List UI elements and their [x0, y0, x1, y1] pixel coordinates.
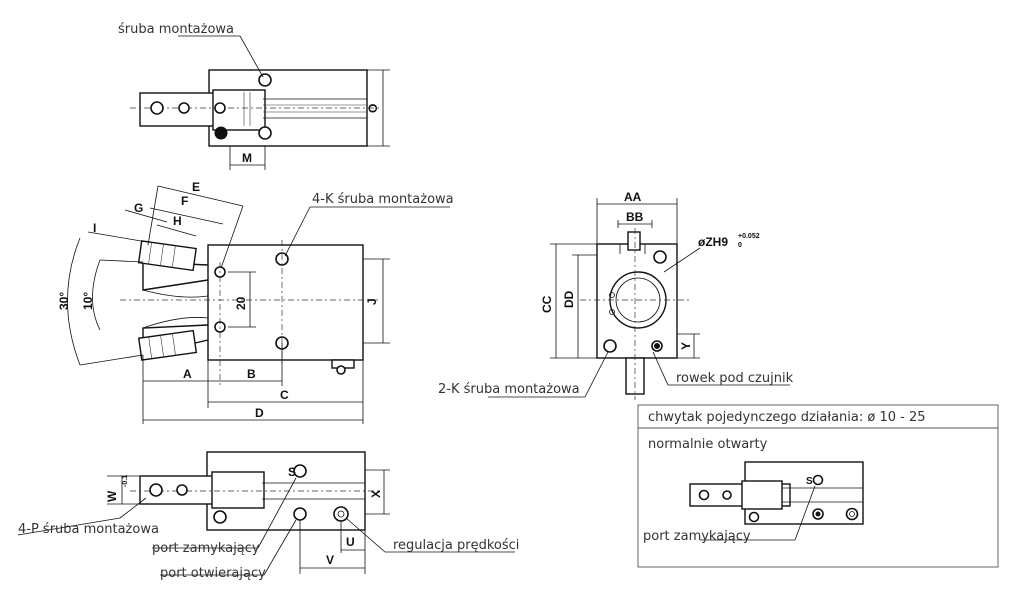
dim-W-tol: -0.1: [122, 475, 129, 487]
label-port-otwierajacy: port otwierający: [160, 566, 266, 581]
dim-E: E: [192, 180, 200, 194]
dim-B: B: [247, 367, 256, 381]
dim-Y: Y: [679, 342, 693, 350]
inset-panel: chwytak pojedynczego działania: ø 10 - 2…: [637, 404, 999, 568]
inset-subtitle: normalnie otwarty: [648, 437, 768, 452]
dim-D: D: [255, 406, 264, 420]
dim-A: A: [183, 367, 192, 381]
dim-W: W: [105, 490, 119, 502]
label-4p-sruba: 4-P śruba montażowa: [18, 522, 159, 537]
side-view: AA BB CC DD Y øZH9 +0.052 0 2-K śruba mo…: [438, 190, 794, 400]
dim-F: F: [181, 194, 188, 208]
inset-title: chwytak pojedynczego działania: ø 10 - 2…: [648, 410, 926, 425]
dim-10: 10°: [81, 292, 95, 310]
dim-phi-tol: +0.052: [738, 233, 760, 240]
label-sruba-montazowa: śruba montażowa: [118, 22, 234, 37]
label-port-zamykajacy: port zamykający: [152, 541, 260, 556]
dim-CC: CC: [540, 295, 554, 313]
dim-C: C: [280, 388, 289, 402]
front-view: J 20 E F G H I 30° 10° A B C: [57, 180, 454, 424]
dim-J: J: [365, 298, 379, 305]
dim-phi-tol0: 0: [738, 242, 742, 249]
dim-O: O: [366, 104, 380, 113]
top-view: O M śruba montażowa: [118, 22, 390, 170]
dim-BB: BB: [626, 210, 644, 224]
inset-label-port-zamykajacy: port zamykający: [643, 529, 751, 544]
dim-V: V: [326, 553, 334, 567]
inset-dim-S: S: [806, 476, 813, 487]
dim-M: M: [242, 151, 252, 165]
dim-AA: AA: [624, 190, 642, 204]
label-4k-sruba: 4-K śruba montażowa: [312, 192, 454, 207]
dim-phi: øZH9: [698, 235, 728, 249]
dim-H: H: [173, 214, 182, 228]
label-regulacja: regulacja prędkości: [393, 538, 519, 553]
dim-G: G: [134, 201, 143, 215]
bottom-view: S W -0.1 X U V 4-P śruba montażowa port …: [17, 451, 519, 581]
dim-U: U: [346, 535, 355, 549]
dim-S: S: [288, 465, 296, 479]
dim-20: 20: [234, 296, 248, 310]
label-2k-sruba: 2-K śruba montażowa: [438, 382, 580, 397]
dim-30: 30°: [57, 292, 71, 310]
dim-I: I: [93, 221, 96, 235]
dim-DD: DD: [562, 290, 576, 308]
dim-X: X: [369, 490, 383, 498]
label-rowek: rowek pod czujnik: [676, 371, 794, 386]
